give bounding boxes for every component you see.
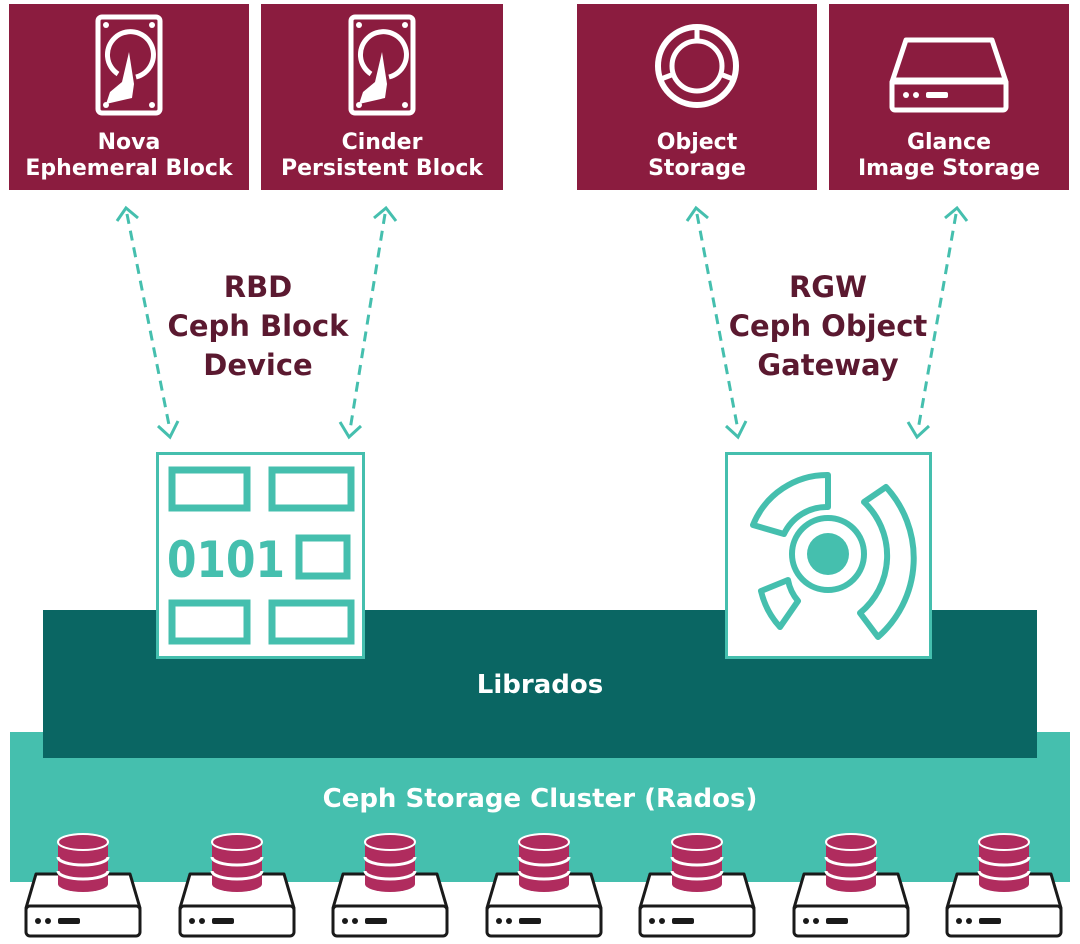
storage-node	[790, 832, 912, 940]
storage-node	[943, 832, 1065, 940]
storage-node	[176, 832, 298, 940]
nova-rbd-arrow	[115, 205, 180, 440]
nova-ephemeral-block-box: Nova Ephemeral Block	[9, 4, 249, 190]
binary-text: 0101	[167, 531, 285, 589]
component-label: Cinder Persistent Block	[281, 130, 483, 181]
rbd-gateway-label: RBD Ceph Block Device	[167, 270, 349, 382]
object-gateway-icon	[750, 471, 917, 640]
glance-image-storage-box: Glance Image Storage	[829, 4, 1069, 190]
server-icon	[889, 37, 1009, 113]
database-server-icon	[485, 833, 603, 938]
component-label: Object Storage	[648, 130, 746, 181]
rgw-gateway-label: RGW Ceph Object Gateway	[728, 270, 928, 382]
rados-label: Ceph Storage Cluster (Rados)	[322, 784, 758, 814]
storage-node	[329, 832, 451, 940]
database-server-icon	[945, 833, 1063, 938]
object-storage-rgw-arrow	[685, 205, 748, 440]
block-device-icon: 0101	[167, 466, 355, 645]
storage-node	[22, 832, 144, 940]
database-server-icon	[178, 833, 296, 938]
database-server-icon	[638, 833, 756, 938]
cinder-persistent-block-box: Cinder Persistent Block	[261, 4, 503, 190]
component-label: Glance Image Storage	[857, 130, 1041, 181]
storage-node	[636, 832, 758, 940]
librados-label: Librados	[476, 670, 604, 700]
storage-node	[483, 832, 605, 940]
rgw-object-gateway-tile	[725, 452, 932, 659]
component-label: Nova Ephemeral Block	[25, 130, 233, 181]
cinder-rbd-arrow	[338, 205, 398, 440]
connector-arrows	[115, 205, 969, 440]
database-server-icon	[331, 833, 449, 938]
hard-drive-icon	[95, 14, 163, 116]
glance-rgw-arrow	[906, 205, 969, 440]
object-storage-box: Object Storage	[577, 4, 817, 190]
rbd-block-device-tile: 0101	[156, 452, 365, 659]
hard-drive-icon	[348, 14, 416, 116]
database-server-icon	[792, 833, 910, 938]
ring-icon	[655, 24, 739, 108]
database-server-icon	[24, 833, 142, 938]
